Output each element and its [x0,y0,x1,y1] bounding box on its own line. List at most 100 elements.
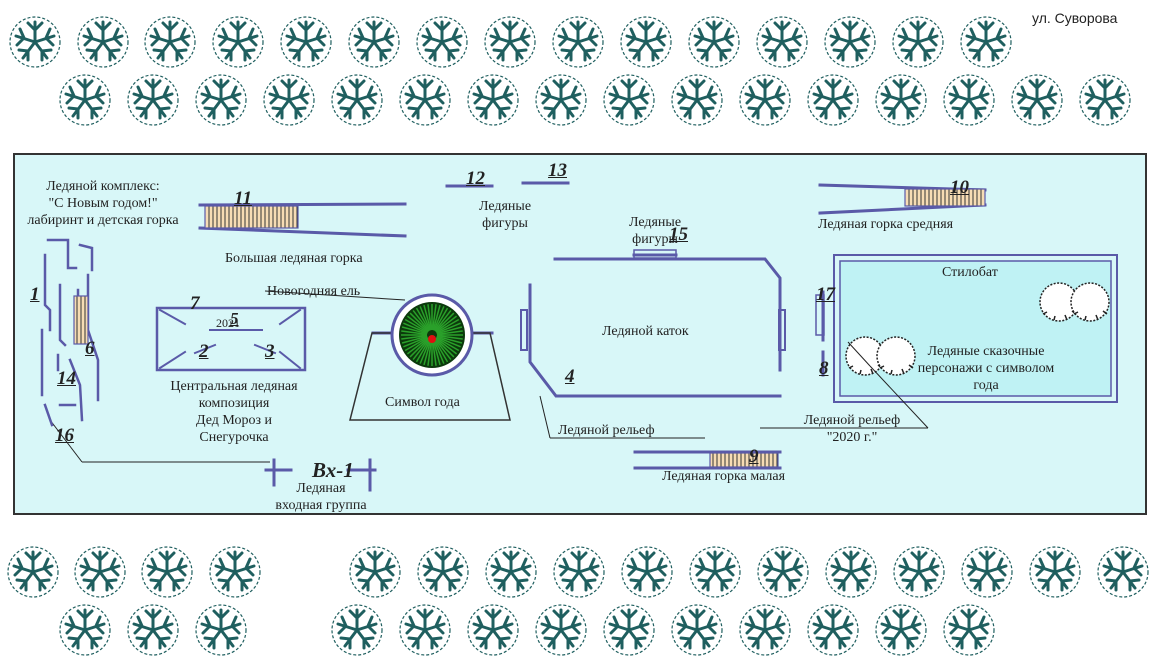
tree-icon [194,73,248,127]
tree-icon [194,603,248,657]
tree-icon [874,603,928,657]
tree-icon [466,73,520,127]
tree-icon [8,15,62,69]
tree-icon [415,15,469,69]
label-symbol-of-year: Символ года [385,395,460,410]
label-year-2021: 2021 [216,316,240,330]
tree-icon [398,603,452,657]
label-stylobate: Стилобат [942,265,998,280]
marker-14: 14 [57,368,76,389]
tree-icon [348,545,402,599]
tree-icon [738,73,792,127]
street-name: ул. Суворова [1032,10,1118,26]
tree-icon [483,15,537,69]
tree-icon [942,603,996,657]
label-entrance-group: Ледяная входная группа [275,481,367,513]
leader-line [847,341,871,367]
tree-icon [552,545,606,599]
tree-icon [892,545,946,599]
tree-icon [551,15,605,69]
tree-icon [143,15,197,69]
label-central-composition: Центральная ледяная композиция Дед Мороз… [170,379,298,445]
marker-2: 2 [199,341,209,362]
tree-icon [806,73,860,127]
tree-icon [534,73,588,127]
tree-icon [416,545,470,599]
tree-icon [620,545,674,599]
label-ice-relief-2020: Ледяной рельеф "2020 г." [803,413,901,445]
leader-line [264,290,406,301]
label-ice-rink: Ледяной каток [602,324,689,339]
fir-tree-icon [390,293,474,377]
tree-icon [58,603,112,657]
marker-5: 5 [230,309,239,328]
tree-icon [602,73,656,127]
tree-icon [262,73,316,127]
tree-icon [484,545,538,599]
marker-4: 4 [565,366,575,387]
marker-13: 13 [548,160,567,181]
tree-icon [330,73,384,127]
marker-9: 9 [749,446,759,467]
tree-icon [891,15,945,69]
marker-6: 6 [85,338,95,359]
tree-icon [874,73,928,127]
small-slide [709,452,779,468]
marker-15: 15 [669,224,688,245]
tree-icon [73,545,127,599]
leader-line [869,365,929,429]
tree-icon [823,15,877,69]
children-slide [73,295,89,345]
tree-icon [1028,545,1082,599]
marker-17: 17 [816,284,835,305]
tree-icon [76,15,130,69]
tree-icon [738,603,792,657]
marker-12: 12 [466,168,485,189]
tree-icon [959,15,1013,69]
marker-8: 8 [819,358,829,379]
stylobate-outer [833,254,1118,403]
label-big-slide: Большая ледяная горка [225,251,363,266]
bush-icon [1070,282,1110,322]
tree-icon [140,545,194,599]
tree-icon [942,73,996,127]
leader-line [539,395,551,439]
tree-icon [687,15,741,69]
label-medium-slide: Ледяная горка средняя [818,217,954,232]
tree-icon [126,73,180,127]
tree-icon [1096,545,1150,599]
tree-icon [58,73,112,127]
marker-3: 3 [265,341,275,362]
tree-icon [755,15,809,69]
tree-icon [208,545,262,599]
tree-icon [670,73,724,127]
tree-icon [6,545,60,599]
label-new-year-tree: Новогодняя ель [267,284,361,299]
label-ice-complex: Ледяной комплекс: "С Новым годом!" лабир… [27,179,179,228]
tree-icon [466,603,520,657]
tree-icon [126,603,180,657]
label-small-slide: Ледяная горка малая [662,469,786,484]
marker-11: 11 [234,188,252,209]
tree-icon [688,545,742,599]
label-ice-figures-mid: Ледяные фигуры [628,215,682,247]
tree-icon [806,603,860,657]
tree-icon [330,603,384,657]
tree-icon [824,545,878,599]
marker-10: 10 [950,177,969,198]
tree-icon [1078,73,1132,127]
tree-icon [756,545,810,599]
tree-icon [279,15,333,69]
leader-line [49,419,83,463]
label-ice-relief: Ледяной рельеф [558,423,655,438]
tree-icon [211,15,265,69]
tree-icon [347,15,401,69]
marker-7: 7 [190,293,200,314]
tree-icon [1010,73,1064,127]
tree-icon [398,73,452,127]
marker-16: 16 [55,425,74,446]
symbol-base [349,332,511,421]
big-slide [204,205,299,229]
